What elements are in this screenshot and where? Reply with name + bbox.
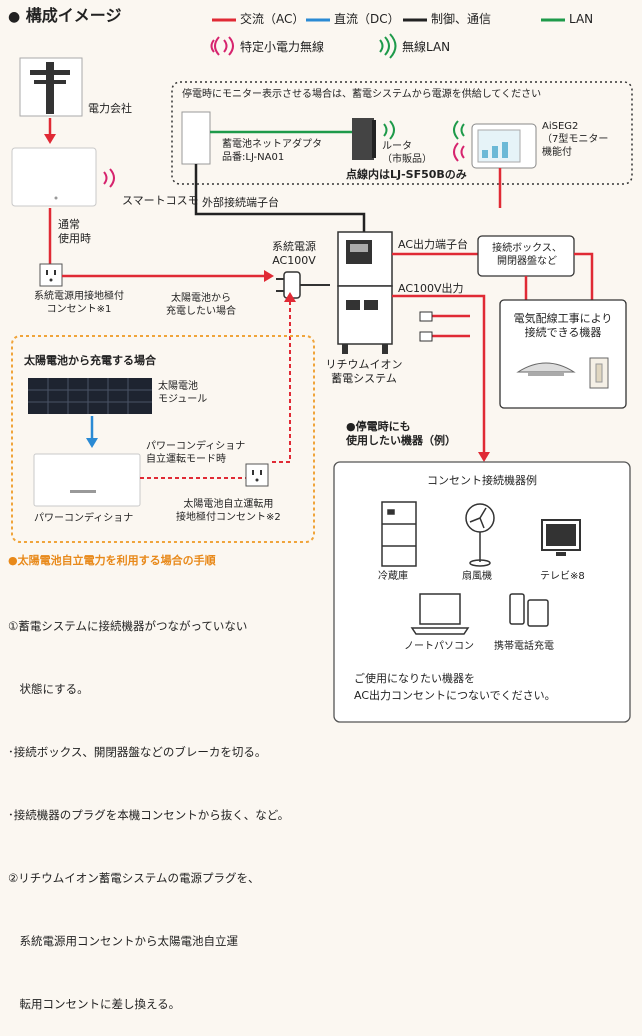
utility-pole-icon — [19, 57, 83, 117]
procedure-title: ●太陽電池自立電力を利用する場合の手順 — [8, 554, 216, 567]
smart-cosmo-wireless-icon — [103, 168, 115, 188]
aiseg-monitor-icon — [471, 123, 537, 169]
lj-sf50b-dotted-box — [171, 81, 633, 185]
procedure-step: ･接続機器のプラグを本機コンセントから抜く、など。 — [8, 808, 290, 822]
outlet-examples-title: コンセント接続機器例 — [427, 474, 537, 487]
battery-label: リチウムイオン 蓄電システム — [325, 358, 403, 385]
electric-fan-icon — [465, 503, 495, 567]
ac-note: ご使用になりたい機器を AC出力コンセントにつないでください。 — [354, 672, 556, 702]
dotted-only-label: 点線内はLJ-SF50Bのみ — [346, 168, 467, 181]
diagram-root: ● 構成イメージ 交流（AC） 直流（DC） 制御、通信 LAN 特定小電力無線… — [8, 6, 633, 1011]
ac100-out-label: AC100V出力 — [398, 282, 464, 295]
solar-outlet-icon — [245, 463, 269, 487]
ceiling-light-icon — [516, 362, 576, 376]
refrigerator-icon — [381, 501, 417, 567]
aiseg-tokutei-icon — [453, 142, 465, 162]
procedure-step: ･接続ボックス、開閉器盤などのブレーカを切る。 — [8, 745, 267, 759]
diagram-graphics — [11, 18, 633, 723]
adapter-label: 蓄電池ネットアダプタ 品番:LJ-NA01 — [222, 139, 322, 163]
mobile-phone-icon — [509, 593, 549, 627]
ext-terminal-label: 外部接続端子台 — [202, 196, 279, 209]
television-icon — [541, 519, 581, 556]
router-wireless-icon — [383, 120, 395, 140]
smart-cosmo-label: スマートコスモ — [122, 194, 199, 207]
normal-use-label: 通常 使用時 — [58, 218, 91, 245]
wall-switch-icon — [589, 357, 609, 389]
solar-charge-box — [11, 335, 315, 543]
solar-box-title: 太陽電池から充電する場合 — [24, 354, 156, 367]
legend-wireless-lan-label: 無線LAN — [402, 40, 451, 54]
power-plug-icon — [276, 271, 330, 299]
solar-panel-icon — [28, 378, 152, 414]
pcs-label: パワーコンディショナ — [34, 513, 134, 524]
pcs-mode-label: パワーコンディショナ 自立運転モード時 — [146, 441, 246, 465]
ac-output-plugs-icon — [419, 311, 470, 342]
procedure-step: ①蓄電システムに接続機器がつながっていない — [8, 619, 248, 633]
laptop-label: ノートパソコン — [404, 641, 474, 652]
battery-system-icon — [337, 231, 393, 354]
laptop-icon — [410, 593, 470, 635]
smart-cosmo-panel — [11, 147, 97, 207]
router-label: ルータ （市販品） — [382, 141, 432, 165]
junction-label: 接続ボックス、 開閉器盤など — [492, 243, 562, 267]
electrical-work-label: 電気配線工事により 接続できる機器 — [513, 312, 613, 339]
tv-label: テレビ※8 — [540, 571, 585, 582]
legend-control-label: 制御、通信 — [431, 12, 492, 26]
power-conditioner-icon — [33, 453, 141, 507]
fan-label: 扇風機 — [462, 571, 492, 582]
fridge-label: 冷蔵庫 — [378, 571, 408, 582]
grid-outlet-label: 系統電源用接地極付 コンセント※1 — [34, 291, 124, 315]
page-title: ● 構成イメージ — [8, 6, 122, 25]
solar-outlet-label: 太陽電池自立運転用 接地極付コンセント※2 — [176, 499, 281, 523]
dotted-note: 停電時にモニター表示させる場合は、蓄電システムから電源を供給してください — [182, 89, 542, 100]
grid-power-label: 系統電源 AC100V — [272, 240, 316, 267]
router-icon — [352, 118, 376, 160]
grid-outlet-icon — [39, 263, 63, 287]
procedure-steps: ①蓄電システムに接続機器がつながっていない 状態にする。 ･接続ボックス、開閉器… — [8, 574, 289, 1036]
ac-terminal-label: AC出力端子台 — [398, 238, 469, 251]
aiseg-wireless-lan-icon — [453, 120, 465, 140]
legend-dc-label: 直流（DC） — [334, 12, 400, 26]
net-adapter-icon — [181, 111, 211, 165]
from-solar-label: 太陽電池から 充電したい場合 — [166, 293, 236, 317]
procedure-step: 転用コンセントに差し換える。 — [8, 997, 181, 1011]
legend-lan-label: LAN — [569, 12, 594, 26]
procedure-step: 系統電源用コンセントから太陽電池自立運 — [8, 934, 238, 948]
legend-wireless-lan-icon — [379, 33, 397, 59]
aiseg-label: AiSEG2 （7型モニター 機能付 — [542, 121, 609, 158]
legend-ac-label: 交流（AC） — [240, 12, 305, 26]
legend-tokutei-label: 特定小電力無線 — [240, 40, 325, 54]
procedure-step: ②リチウムイオン蓄電システムの電源プラグを、 — [8, 871, 260, 885]
power-company-label: 電力会社 — [88, 102, 132, 115]
procedure-step: 状態にする。 — [8, 682, 89, 696]
outage-label: ●停電時にも 使用したい機器（例） — [346, 420, 456, 447]
legend-tokutei-wireless-icon — [210, 36, 234, 56]
solar-module-label: 太陽電池 モジュール — [158, 381, 208, 405]
phone-label: 携帯電話充電 — [494, 641, 554, 652]
